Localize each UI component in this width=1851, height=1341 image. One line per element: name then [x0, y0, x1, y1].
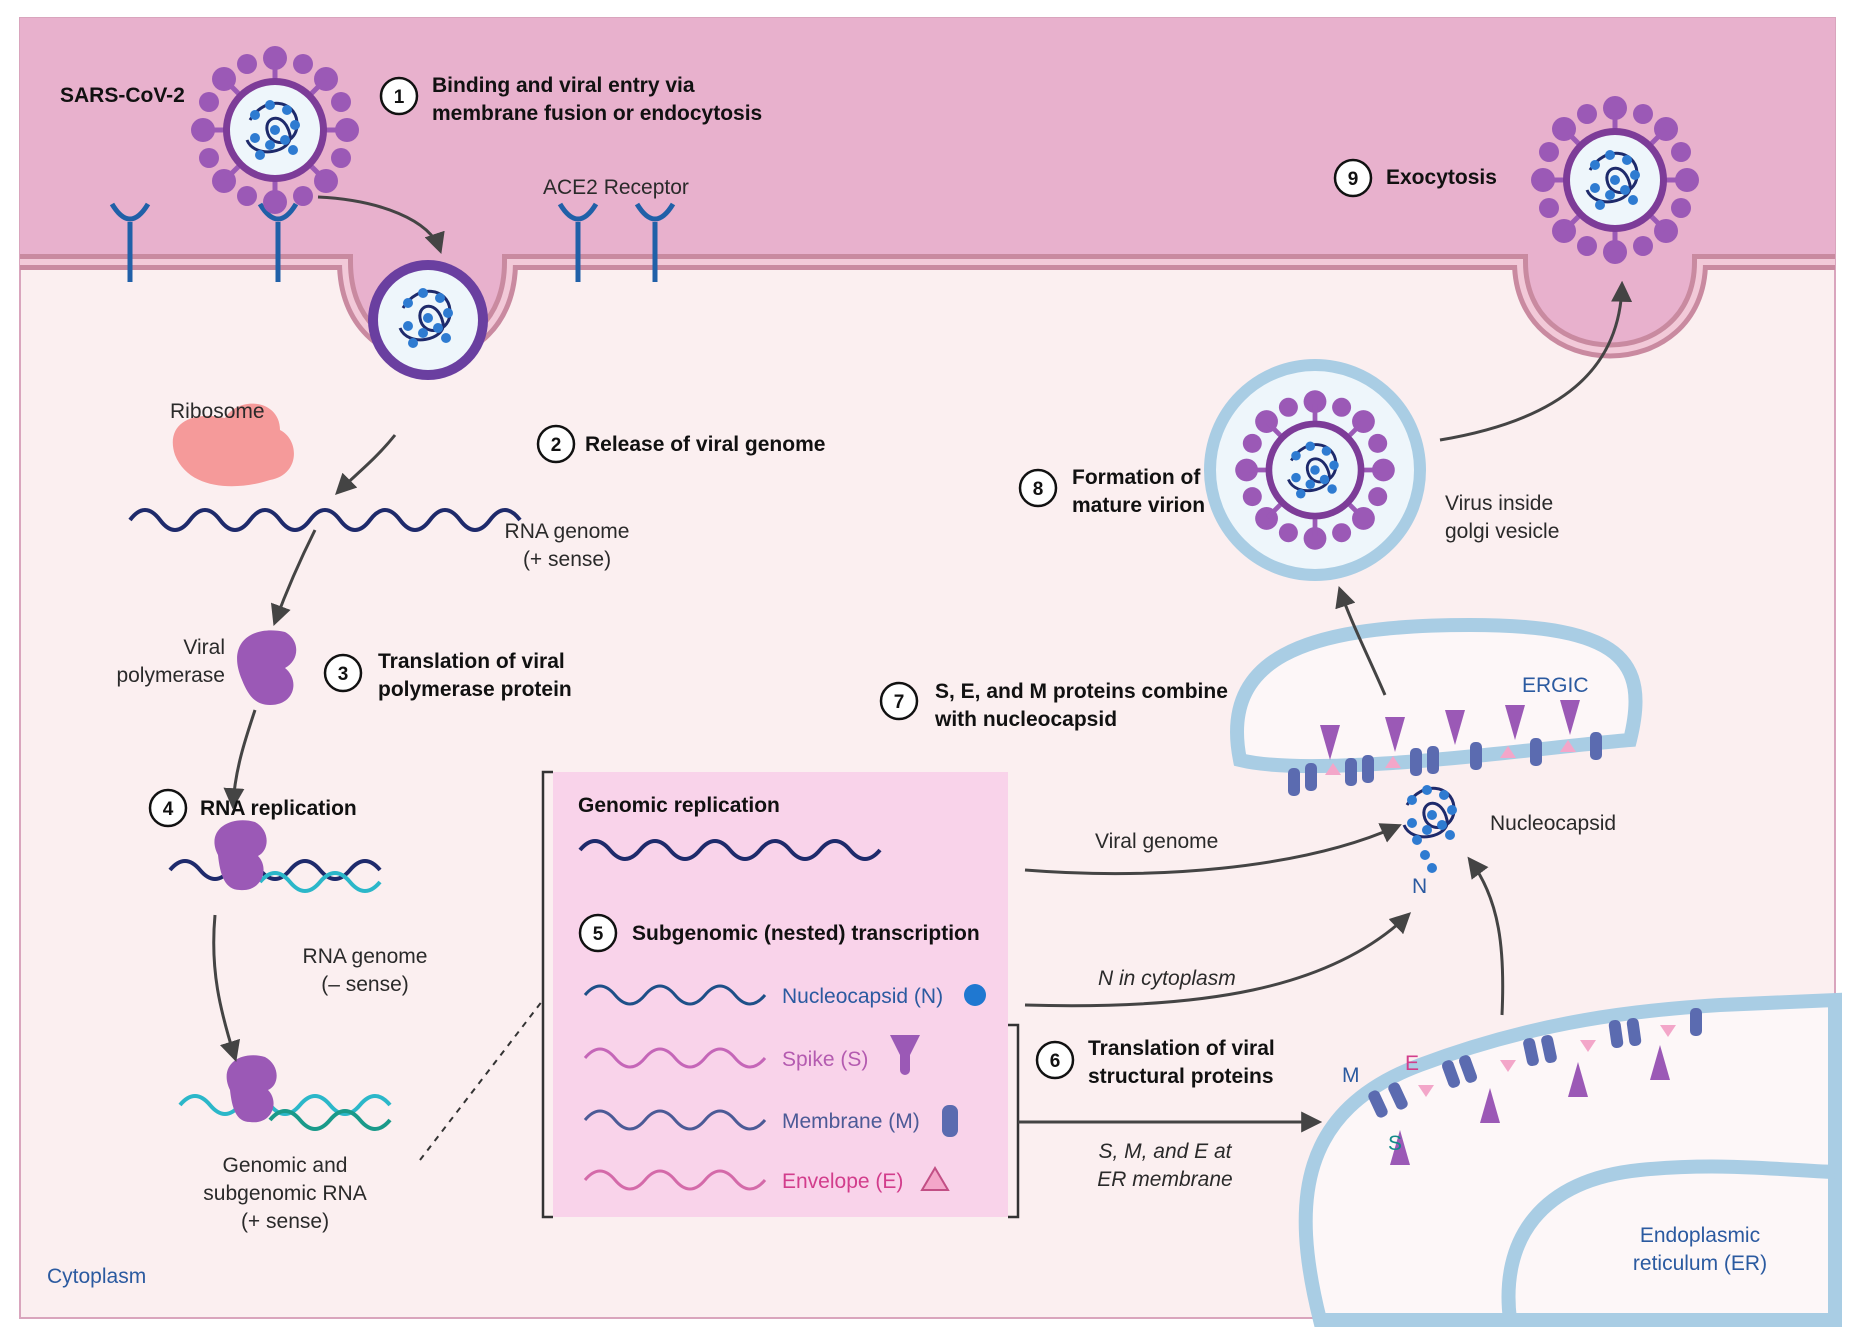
genomic-rna-label-line2: subgenomic RNA	[203, 1182, 366, 1205]
step-4-number: 4	[163, 799, 174, 820]
step-9-title: Exocytosis	[1386, 166, 1497, 189]
rna-minus-label-line2: (– sense)	[321, 973, 409, 996]
n-letter-label: N	[1412, 875, 1427, 898]
ribosome-label: Ribosome	[170, 400, 265, 423]
step-6-number: 6	[1050, 1051, 1061, 1072]
step-5-number: 5	[593, 924, 604, 945]
step-3-title-line1: Translation of viral	[378, 650, 565, 673]
spike-protein-icon	[890, 1035, 920, 1075]
step-2-title: Release of viral genome	[585, 433, 825, 456]
golgi-label-line2: golgi vesicle	[1445, 520, 1559, 543]
genomic-rna-wave	[578, 839, 882, 861]
er-label-line1: Endoplasmic	[1640, 1224, 1760, 1247]
rna-plus-label-line1: RNA genome	[505, 520, 630, 543]
membrane-protein-icon	[942, 1105, 958, 1137]
step-8-number: 8	[1033, 479, 1044, 500]
step-8-title-line1: Formation of	[1072, 466, 1201, 489]
er-label-line2: reticulum (ER)	[1633, 1252, 1767, 1275]
e-letter-label: E	[1405, 1052, 1419, 1075]
nucleocapsid-n-label: Nucleocapsid (N)	[782, 985, 943, 1008]
genomic-rna-label-line3: (+ sense)	[241, 1210, 329, 1233]
step-7-title-line2: with nucleocapsid	[934, 708, 1117, 731]
golgi-vesicle	[1204, 359, 1426, 581]
genomic-rna-label-line1: Genomic and	[223, 1154, 348, 1177]
cytoplasm-label: Cytoplasm	[47, 1265, 146, 1288]
rna-genome-plus	[128, 508, 522, 532]
virus-label: SARS-CoV-2	[60, 84, 185, 107]
step-7-number: 7	[894, 692, 905, 713]
n-in-cytoplasm-label: N in cytoplasm	[1098, 967, 1236, 990]
polymerase-label-line1: Viral	[183, 636, 225, 659]
s-rna-wave	[583, 1047, 767, 1069]
step-2-number: 2	[551, 435, 562, 456]
rna-minus-template	[168, 859, 382, 881]
nucleocapsid-label: Nucleocapsid	[1490, 812, 1616, 835]
ergic-compartment	[1230, 617, 1643, 796]
golgi-label-line1: Virus inside	[1445, 492, 1553, 515]
extracellular-space	[20, 18, 1835, 355]
envelope-protein-icon	[920, 1166, 950, 1191]
sme-label-line2: ER membrane	[1097, 1168, 1232, 1191]
e-rna-wave	[583, 1169, 767, 1191]
flow-arrows	[212, 195, 1633, 1133]
step-7-title-line1: S, E, and M proteins combine	[935, 680, 1228, 703]
endoplasmic-reticulum	[1298, 992, 1842, 1327]
rna-genomic-strand	[178, 1094, 392, 1116]
step-4-title: RNA replication	[200, 797, 357, 820]
step-6-title-line2: structural proteins	[1088, 1065, 1274, 1088]
transcriptase-blob	[226, 1055, 277, 1123]
step-3-title-line2: polymerase protein	[378, 678, 572, 701]
step-9-number: 9	[1348, 169, 1359, 190]
s-letter-label: S	[1388, 1132, 1402, 1155]
transcription-box	[553, 772, 1008, 1217]
sme-label-line1: S, M, and E at	[1098, 1140, 1232, 1163]
replicase-blob	[214, 820, 267, 891]
polymerase-label-line2: polymerase	[116, 664, 225, 687]
rna-minus-label-line1: RNA genome	[303, 945, 428, 968]
n-rna-wave	[583, 984, 767, 1006]
step-6-title-line1: Translation of viral	[1088, 1037, 1275, 1060]
step-1-number: 1	[394, 87, 405, 108]
m-rna-wave	[583, 1109, 767, 1131]
spike-s-label: Spike (S)	[782, 1048, 868, 1071]
m-letter-label: M	[1342, 1064, 1360, 1087]
step-5-title: Subgenomic (nested) transcription	[632, 922, 980, 945]
virion-endosome	[368, 260, 488, 380]
membrane-m-label: Membrane (M)	[782, 1110, 920, 1133]
step-3-number: 3	[338, 664, 349, 685]
ribosome-shape	[172, 403, 294, 487]
ace2-label: ACE2 Receptor	[543, 176, 689, 199]
n-proteins	[1420, 850, 1437, 873]
genomic-replication-label: Genomic replication	[578, 794, 780, 817]
virion-exocytosis	[1531, 96, 1699, 264]
step-8-title-line2: mature virion	[1072, 494, 1205, 517]
step-1-title-line2: membrane fusion or endocytosis	[432, 102, 762, 125]
rna-subgenomic-strand	[268, 1109, 392, 1131]
ergic-label: ERGIC	[1522, 674, 1589, 697]
rna-minus-strand	[258, 871, 382, 893]
viral-genome-label: Viral genome	[1095, 830, 1218, 853]
step-1-title-line1: Binding and viral entry via	[432, 74, 695, 97]
polymerase-blob	[237, 630, 297, 705]
rna-plus-label-line2: (+ sense)	[523, 548, 611, 571]
dashed-connector	[419, 999, 544, 1161]
envelope-e-label: Envelope (E)	[782, 1170, 903, 1193]
virion-entry	[191, 46, 359, 214]
step-circles	[148, 76, 1373, 1080]
n-protein-icon	[964, 984, 986, 1006]
